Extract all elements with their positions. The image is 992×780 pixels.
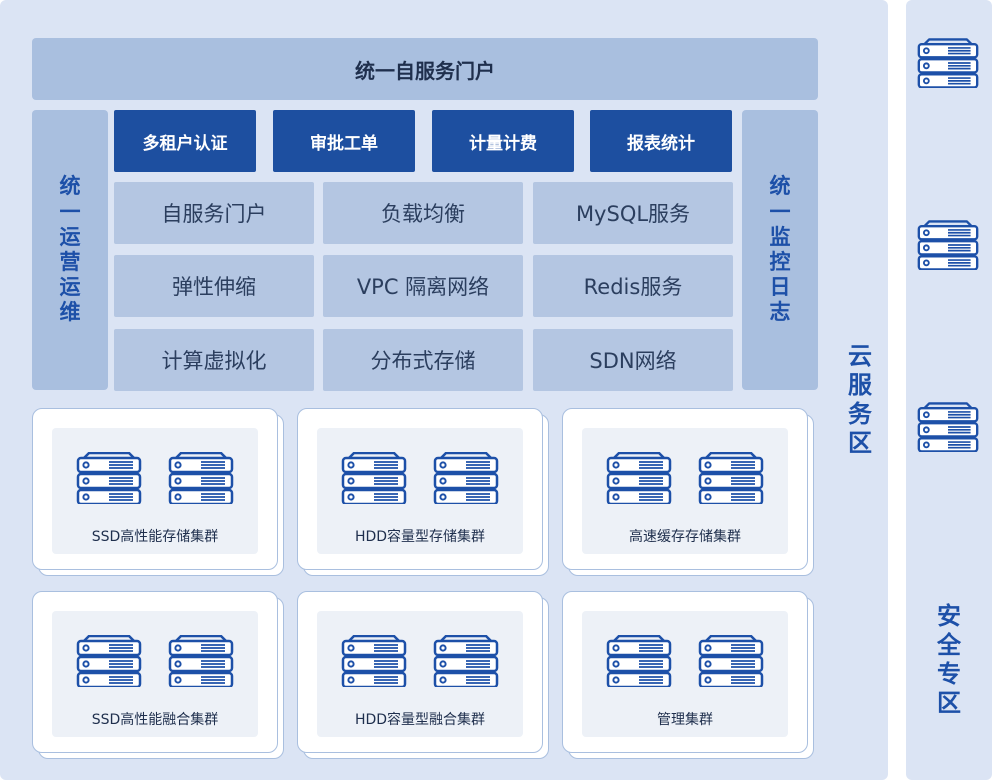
unified-monitoring-column: 统一监控日志 bbox=[742, 110, 818, 390]
function-multitenant-auth: 多租户认证 bbox=[114, 110, 256, 172]
function-metering-billing: 计量计费 bbox=[432, 110, 574, 172]
cluster-card: 高速缓存存储集群 bbox=[562, 408, 814, 576]
server-icon bbox=[76, 635, 142, 687]
service-vpc-network: VPC 隔离网络 bbox=[323, 255, 523, 317]
unified-monitoring-label: 统一监控日志 bbox=[769, 174, 791, 325]
server-icon bbox=[341, 635, 407, 687]
unified-portal-bar: 统一自服务门户 bbox=[32, 38, 818, 100]
server-icon bbox=[606, 635, 672, 687]
server-icon bbox=[917, 402, 979, 452]
server-icon bbox=[433, 452, 499, 504]
security-zone-label: 安全专区 bbox=[937, 602, 961, 717]
function-report-statistics: 报表统计 bbox=[590, 110, 732, 172]
cluster-card: SSD高性能融合集群 bbox=[32, 591, 284, 759]
cluster-card: SSD高性能存储集群 bbox=[32, 408, 284, 576]
server-icon bbox=[168, 635, 234, 687]
cloud-zone-label: 云服务区 bbox=[848, 342, 872, 457]
function-approval-ticket: 审批工单 bbox=[273, 110, 415, 172]
cluster-card: HDD容量型融合集群 bbox=[297, 591, 549, 759]
service-mysql: MySQL服务 bbox=[533, 182, 733, 244]
cluster-card: 管理集群 bbox=[562, 591, 814, 759]
unified-operations-column: 统一运营运维 bbox=[32, 110, 108, 390]
server-icon bbox=[917, 220, 979, 270]
service-distributed-storage: 分布式存储 bbox=[323, 329, 523, 391]
server-icon bbox=[76, 452, 142, 504]
cluster-label: HDD容量型存储集群 bbox=[354, 529, 486, 545]
cluster-label: 管理集群 bbox=[657, 712, 713, 728]
server-icon bbox=[698, 635, 764, 687]
service-sdn-network: SDN网络 bbox=[533, 329, 733, 391]
cluster-label: SSD高性能融合集群 bbox=[91, 712, 219, 728]
cluster-label: HDD容量型融合集群 bbox=[354, 712, 486, 728]
cluster-card: HDD容量型存储集群 bbox=[297, 408, 549, 576]
service-load-balancing: 负载均衡 bbox=[323, 182, 523, 244]
unified-operations-label: 统一运营运维 bbox=[59, 174, 81, 325]
service-elastic-scaling: 弹性伸缩 bbox=[114, 255, 314, 317]
server-icon bbox=[341, 452, 407, 504]
server-icon bbox=[606, 452, 672, 504]
service-redis: Redis服务 bbox=[533, 255, 733, 317]
server-icon bbox=[168, 452, 234, 504]
server-icon bbox=[917, 38, 979, 88]
service-compute-virtualization: 计算虚拟化 bbox=[114, 329, 314, 391]
cluster-label: 高速缓存存储集群 bbox=[629, 529, 741, 545]
service-self-service-portal: 自服务门户 bbox=[114, 182, 314, 244]
server-icon bbox=[698, 452, 764, 504]
cluster-label: SSD高性能存储集群 bbox=[91, 529, 219, 545]
server-icon bbox=[433, 635, 499, 687]
security-zone bbox=[906, 0, 992, 780]
